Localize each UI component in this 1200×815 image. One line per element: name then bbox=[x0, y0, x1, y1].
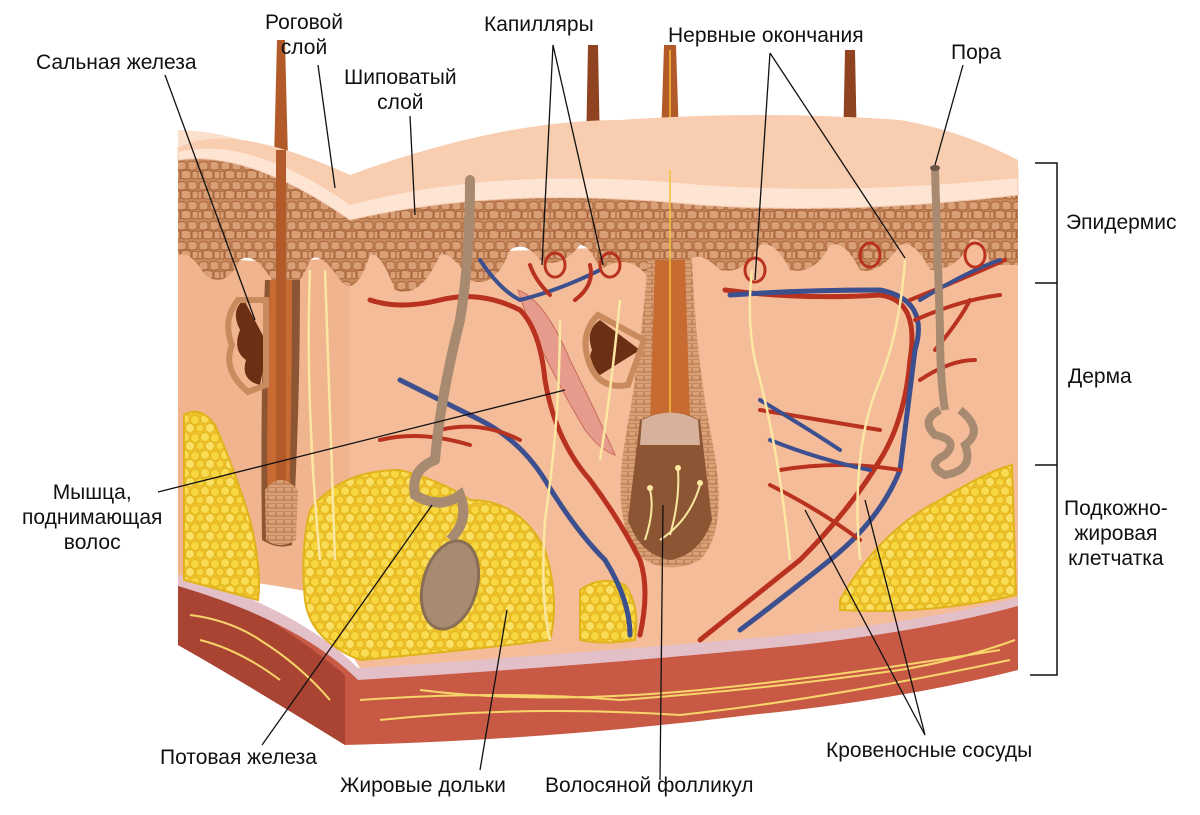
label-arrector-muscle-line1: Мышца, bbox=[52, 481, 132, 504]
label-blood-vessels: Кровеносные сосуды bbox=[826, 739, 1033, 762]
label-epidermis: Эпидермис bbox=[1066, 211, 1177, 234]
label-stratum-corneum-line1: Роговой bbox=[265, 11, 343, 34]
label-arrector-muscle: Мышца, поднимающая волос bbox=[22, 480, 162, 555]
label-hair-follicle: Волосяной фолликул bbox=[545, 774, 754, 797]
label-hypodermis-line1: Подкожно- bbox=[1064, 497, 1168, 520]
layer-bracket bbox=[1030, 162, 1058, 676]
label-hypodermis-line2: жировая bbox=[1074, 522, 1158, 545]
muscle-layer bbox=[178, 572, 1018, 745]
label-sweat-gland: Потовая железа bbox=[160, 746, 317, 769]
label-capillaries: Капилляры bbox=[484, 13, 594, 36]
blood-vessels bbox=[367, 241, 1007, 643]
label-hypodermis-line3: клетчатка bbox=[1068, 547, 1164, 570]
label-arrector-muscle-line2: поднимающая bbox=[22, 506, 163, 529]
leader-lines bbox=[157, 44, 964, 781]
label-dermis: Дерма bbox=[1068, 365, 1132, 388]
arrector-pili-muscle bbox=[517, 289, 616, 456]
label-spinous-layer: Шиповатый слой bbox=[344, 65, 457, 115]
label-stratum-corneum: Роговой слой bbox=[265, 10, 343, 60]
label-pore: Пора bbox=[951, 41, 1002, 64]
label-stratum-corneum-line2: слой bbox=[280, 36, 328, 59]
stratum-corneum bbox=[177, 115, 1019, 221]
label-sebaceous-gland: Сальная железа bbox=[36, 51, 197, 74]
label-arrector-muscle-line3: волос bbox=[63, 531, 121, 554]
label-nerve-endings: Нервные окончания bbox=[668, 24, 864, 47]
label-fat-lobules: Жировые дольки bbox=[340, 774, 506, 797]
central-hair-follicle bbox=[582, 170, 719, 568]
label-hypodermis: Подкожно- жировая клетчатка bbox=[1064, 496, 1168, 571]
label-spinous-layer-line1: Шиповатый bbox=[344, 66, 457, 89]
label-spinous-layer-line2: слой bbox=[377, 91, 424, 114]
nerves bbox=[307, 259, 907, 641]
left-hair-follicle bbox=[225, 150, 300, 547]
